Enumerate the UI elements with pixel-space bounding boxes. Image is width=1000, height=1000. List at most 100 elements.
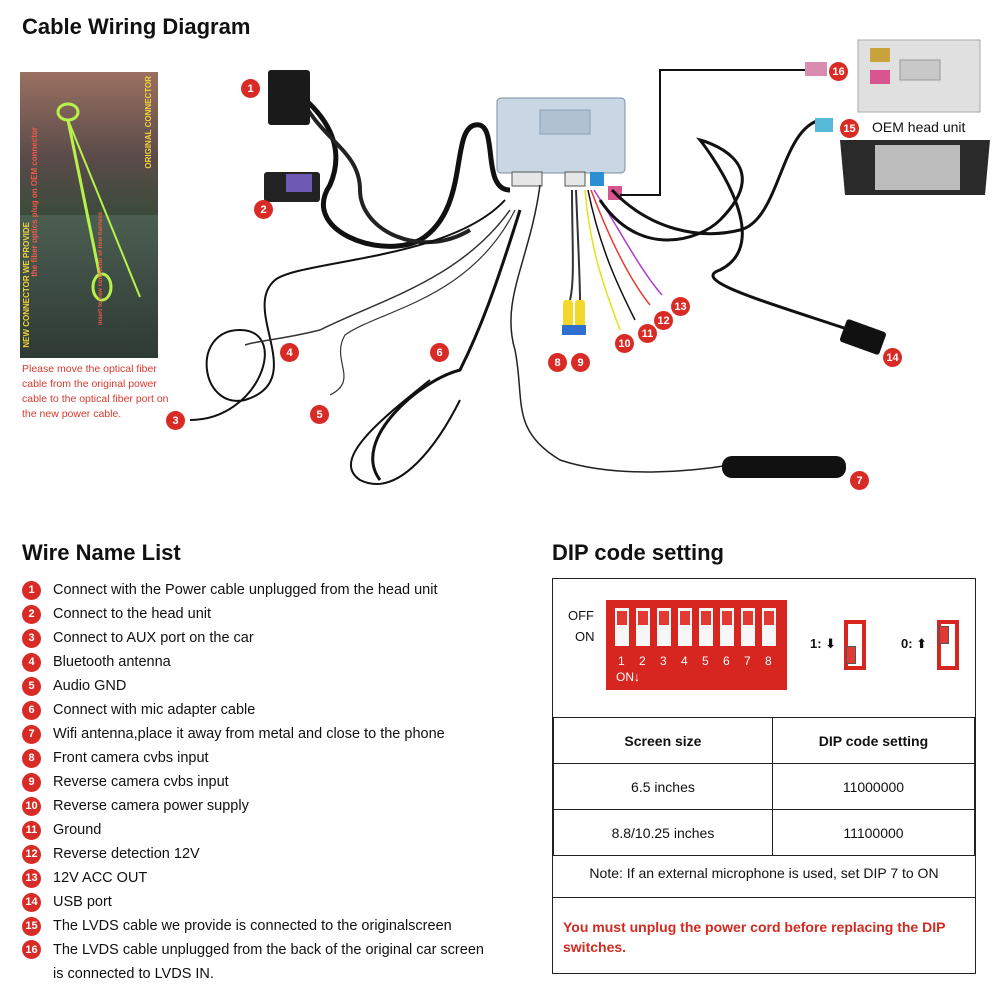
dip-number: 8 (765, 654, 772, 668)
header-screen-size: Screen size (553, 717, 773, 764)
wire-description: USB port (53, 894, 112, 910)
table-row: 8.8/10.25 inches 11100000 (553, 809, 976, 856)
dip-on-arrow-label: ON↓ (616, 670, 640, 684)
dip-title: DIP code setting (552, 540, 724, 565)
callout-9: 9 (571, 353, 590, 372)
dip-warning: You must unplug the power cord before re… (563, 919, 946, 955)
wire-number-badge: 12 (22, 844, 41, 864)
wire-number-badge: 2 (22, 604, 41, 624)
dip-number: 5 (702, 654, 709, 668)
wiring-drawing (189, 39, 990, 485)
dip-switch-6 (720, 608, 734, 646)
table-header-row: Screen size DIP code setting (553, 717, 976, 764)
dip-number: 2 (639, 654, 646, 668)
table-row: 6.5 inches 11000000 (553, 763, 976, 810)
wire-description: Connect to AUX port on the car (53, 630, 254, 646)
wire-description: 12V ACC OUT (53, 870, 148, 886)
wire-number-badge: 1 (22, 580, 41, 600)
dip-off-label: OFF (568, 608, 594, 623)
wire-number-badge: 6 (22, 700, 41, 720)
oem-head-unit-label: OEM head unit (872, 119, 966, 135)
callout-11: 11 (638, 324, 657, 343)
wire-number-badge: 7 (22, 724, 41, 744)
wire-description: Front camera cvbs input (53, 750, 209, 766)
wire-number-badge: 13 (22, 868, 41, 888)
wire-number-badge: 9 (22, 772, 41, 792)
wire-number-badge: 8 (22, 748, 41, 768)
wire-list-item: 1 Connect with the Power cable unplugged … (22, 578, 522, 602)
wire-number-badge: 3 (22, 628, 41, 648)
wire-list-title: Wire Name List (22, 540, 181, 565)
wire-description: Connect with mic adapter cable (53, 702, 256, 718)
callout-10: 10 (615, 334, 634, 353)
wire-description: The LVDS cable we provide is connected t… (53, 918, 452, 934)
wire-list-item: 6 Connect with mic adapter cable (22, 698, 522, 722)
callout-7: 7 (850, 471, 869, 490)
wire-list-item: 3 Connect to AUX port on the car (22, 626, 522, 650)
cell-screen-size: 6.5 inches (553, 763, 773, 810)
wire-description: Audio GND (53, 678, 127, 694)
wire-number-badge: 11 (22, 820, 41, 840)
wire-list-item: 9 Reverse camera cvbs input (22, 770, 522, 794)
wire-list-item: 13 12V ACC OUT (22, 866, 522, 890)
wire-list-item: 12 Reverse detection 12V (22, 842, 522, 866)
connector-photo: ORIGINAL CONNECTOR the fiber optics plug… (20, 72, 158, 358)
dip-legend-one: 1: ⬇ (810, 636, 837, 651)
callout-2: 2 (254, 200, 273, 219)
dip-switch-block: 1 2 3 4 5 6 7 8 ON↓ (606, 600, 787, 690)
wire-description: Reverse detection 12V (53, 846, 200, 862)
wire-description: The LVDS cable unplugged from the back o… (53, 942, 484, 982)
wire-number-badge: 14 (22, 892, 41, 912)
fiber-note: Please move the optical fiber cable from… (22, 363, 169, 420)
wire-description: Ground (53, 822, 102, 838)
wire-description: Connect to the head unit (53, 606, 212, 622)
wire-number-badge: 16 (22, 940, 41, 959)
dip-number: 6 (723, 654, 730, 668)
wire-list-item: 4 Bluetooth antenna (22, 650, 522, 674)
dip-switch-2 (636, 608, 650, 646)
callout-13: 13 (671, 297, 690, 316)
dip-table: Screen size DIP code setting 6.5 inches … (553, 717, 976, 856)
callout-16: 16 (829, 62, 848, 81)
wire-list: 1 Connect with the Power cable unplugged … (22, 578, 522, 986)
callout-14: 14 (883, 348, 902, 367)
cell-dip-code: 11100000 (771, 809, 976, 856)
callout-3: 3 (166, 411, 185, 430)
wire-list-item: 14 USB port (22, 890, 522, 914)
callout-8: 8 (548, 353, 567, 372)
wire-list-item: 11 Ground (22, 818, 522, 842)
dip-panel: OFF ON 1 2 3 4 5 6 7 8 ON↓ 1: ⬇ 0: ⬆ Scr… (552, 578, 976, 974)
wire-description: Reverse camera power supply (53, 798, 249, 814)
callout-12: 12 (654, 311, 673, 330)
wire-list-item: 8 Front camera cvbs input (22, 746, 522, 770)
callout-4: 4 (280, 343, 299, 362)
dip-legend-zero-switch (937, 620, 959, 670)
wire-description: Reverse camera cvbs input (53, 774, 229, 790)
dip-number: 7 (744, 654, 751, 668)
wire-list-item: 2 Connect to the head unit (22, 602, 522, 626)
wire-description: Bluetooth antenna (53, 654, 171, 670)
dip-switch-1 (615, 608, 629, 646)
callout-15: 15 (840, 119, 859, 138)
wire-list-item: 15 The LVDS cable we provide is connected… (22, 914, 522, 938)
wire-number-badge: 15 (22, 916, 41, 936)
dip-number: 1 (618, 654, 625, 668)
dip-on-label: ON (575, 629, 595, 644)
wire-number-badge: 4 (22, 652, 41, 672)
page-title: Cable Wiring Diagram (22, 14, 251, 39)
callout-6: 6 (430, 343, 449, 362)
cell-screen-size: 8.8/10.25 inches (553, 809, 773, 856)
dip-illustration: OFF ON 1 2 3 4 5 6 7 8 ON↓ 1: ⬇ 0: ⬆ (553, 579, 975, 718)
dip-switch-7 (741, 608, 755, 646)
dip-switch-5 (699, 608, 713, 646)
wire-description: Connect with the Power cable unplugged f… (53, 582, 438, 598)
dip-switch-8 (762, 608, 776, 646)
header-dip-code: DIP code setting (771, 717, 976, 764)
dip-number: 4 (681, 654, 688, 668)
dip-legend-zero: 0: ⬆ (901, 636, 928, 651)
dip-note: Note: If an external microphone is used,… (553, 849, 975, 898)
dip-switch-3 (657, 608, 671, 646)
callout-5: 5 (310, 405, 329, 424)
